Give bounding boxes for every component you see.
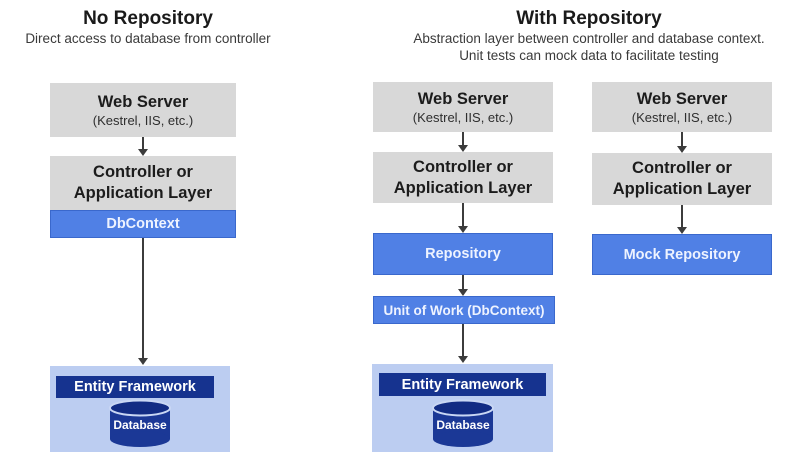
arrow-down-icon <box>676 205 688 234</box>
arrow-down-icon <box>457 324 469 363</box>
mock-repository-box: Mock Repository <box>592 234 772 275</box>
no-repository-title: No Repository <box>83 8 213 29</box>
repository-box: Repository <box>373 233 553 275</box>
web-server-title: Web Server <box>636 89 728 108</box>
controller-title-line1: Controller or <box>93 163 193 181</box>
controller-title-line2: Application Layer <box>612 180 752 198</box>
controller-title-line2: Application Layer <box>73 184 213 202</box>
web-server-box-col1: Web Server (Kestrel, IIS, etc.) <box>50 83 236 137</box>
unit-of-work-label: Unit of Work (DbContext) <box>383 302 545 318</box>
arrow-down-icon <box>457 275 469 296</box>
database-label: Database <box>436 418 490 432</box>
with-repository-header: With Repository Abstraction layer betwee… <box>378 7 800 64</box>
with-repository-subtitle-line2: Unit tests can mock data to facilitate t… <box>459 48 719 63</box>
entity-framework-container-col2: Entity Framework Database <box>372 364 553 452</box>
entity-framework-bar: Entity Framework <box>56 376 214 398</box>
no-repository-header: No Repository Direct access to database … <box>0 7 296 47</box>
database-cylinder-icon <box>109 399 171 447</box>
arrow-down-icon <box>137 238 149 365</box>
with-repository-subtitle-line1: Abstraction layer between controller and… <box>413 31 765 46</box>
dbcontext-box: DbContext <box>50 210 236 238</box>
no-repository-subtitle: Direct access to database from controlle… <box>25 31 271 46</box>
arrow-down-icon <box>137 137 149 156</box>
web-server-box-col3: Web Server (Kestrel, IIS, etc.) <box>592 82 772 132</box>
web-server-subtitle: (Kestrel, IIS, etc.) <box>92 112 194 128</box>
arrow-down-icon <box>457 203 469 233</box>
web-server-subtitle: (Kestrel, IIS, etc.) <box>412 109 514 125</box>
dbcontext-label: DbContext <box>106 216 180 232</box>
database-label: Database <box>113 418 167 432</box>
entity-framework-container-col1: Entity Framework Database <box>50 366 230 452</box>
repository-label: Repository <box>425 246 501 262</box>
database-cylinder-icon <box>432 399 494 447</box>
entity-framework-bar: Entity Framework <box>379 373 546 396</box>
controller-box-col1: Controller or Application Layer <box>50 156 236 210</box>
arrow-down-icon <box>457 132 469 152</box>
arrow-down-icon <box>676 132 688 153</box>
controller-box-col2: Controller or Application Layer <box>373 152 553 203</box>
controller-title-line1: Controller or <box>413 157 513 176</box>
mock-repository-label: Mock Repository <box>623 246 741 263</box>
web-server-title: Web Server <box>97 92 189 111</box>
controller-title-line2: Application Layer <box>393 178 533 197</box>
controller-box-col3: Controller or Application Layer <box>592 153 772 205</box>
web-server-title: Web Server <box>417 89 509 108</box>
with-repository-title: With Repository <box>516 8 662 29</box>
web-server-box-col2: Web Server (Kestrel, IIS, etc.) <box>373 82 553 132</box>
web-server-subtitle: (Kestrel, IIS, etc.) <box>631 109 733 125</box>
controller-title-line1: Controller or <box>632 159 732 177</box>
unit-of-work-box: Unit of Work (DbContext) <box>373 296 555 324</box>
